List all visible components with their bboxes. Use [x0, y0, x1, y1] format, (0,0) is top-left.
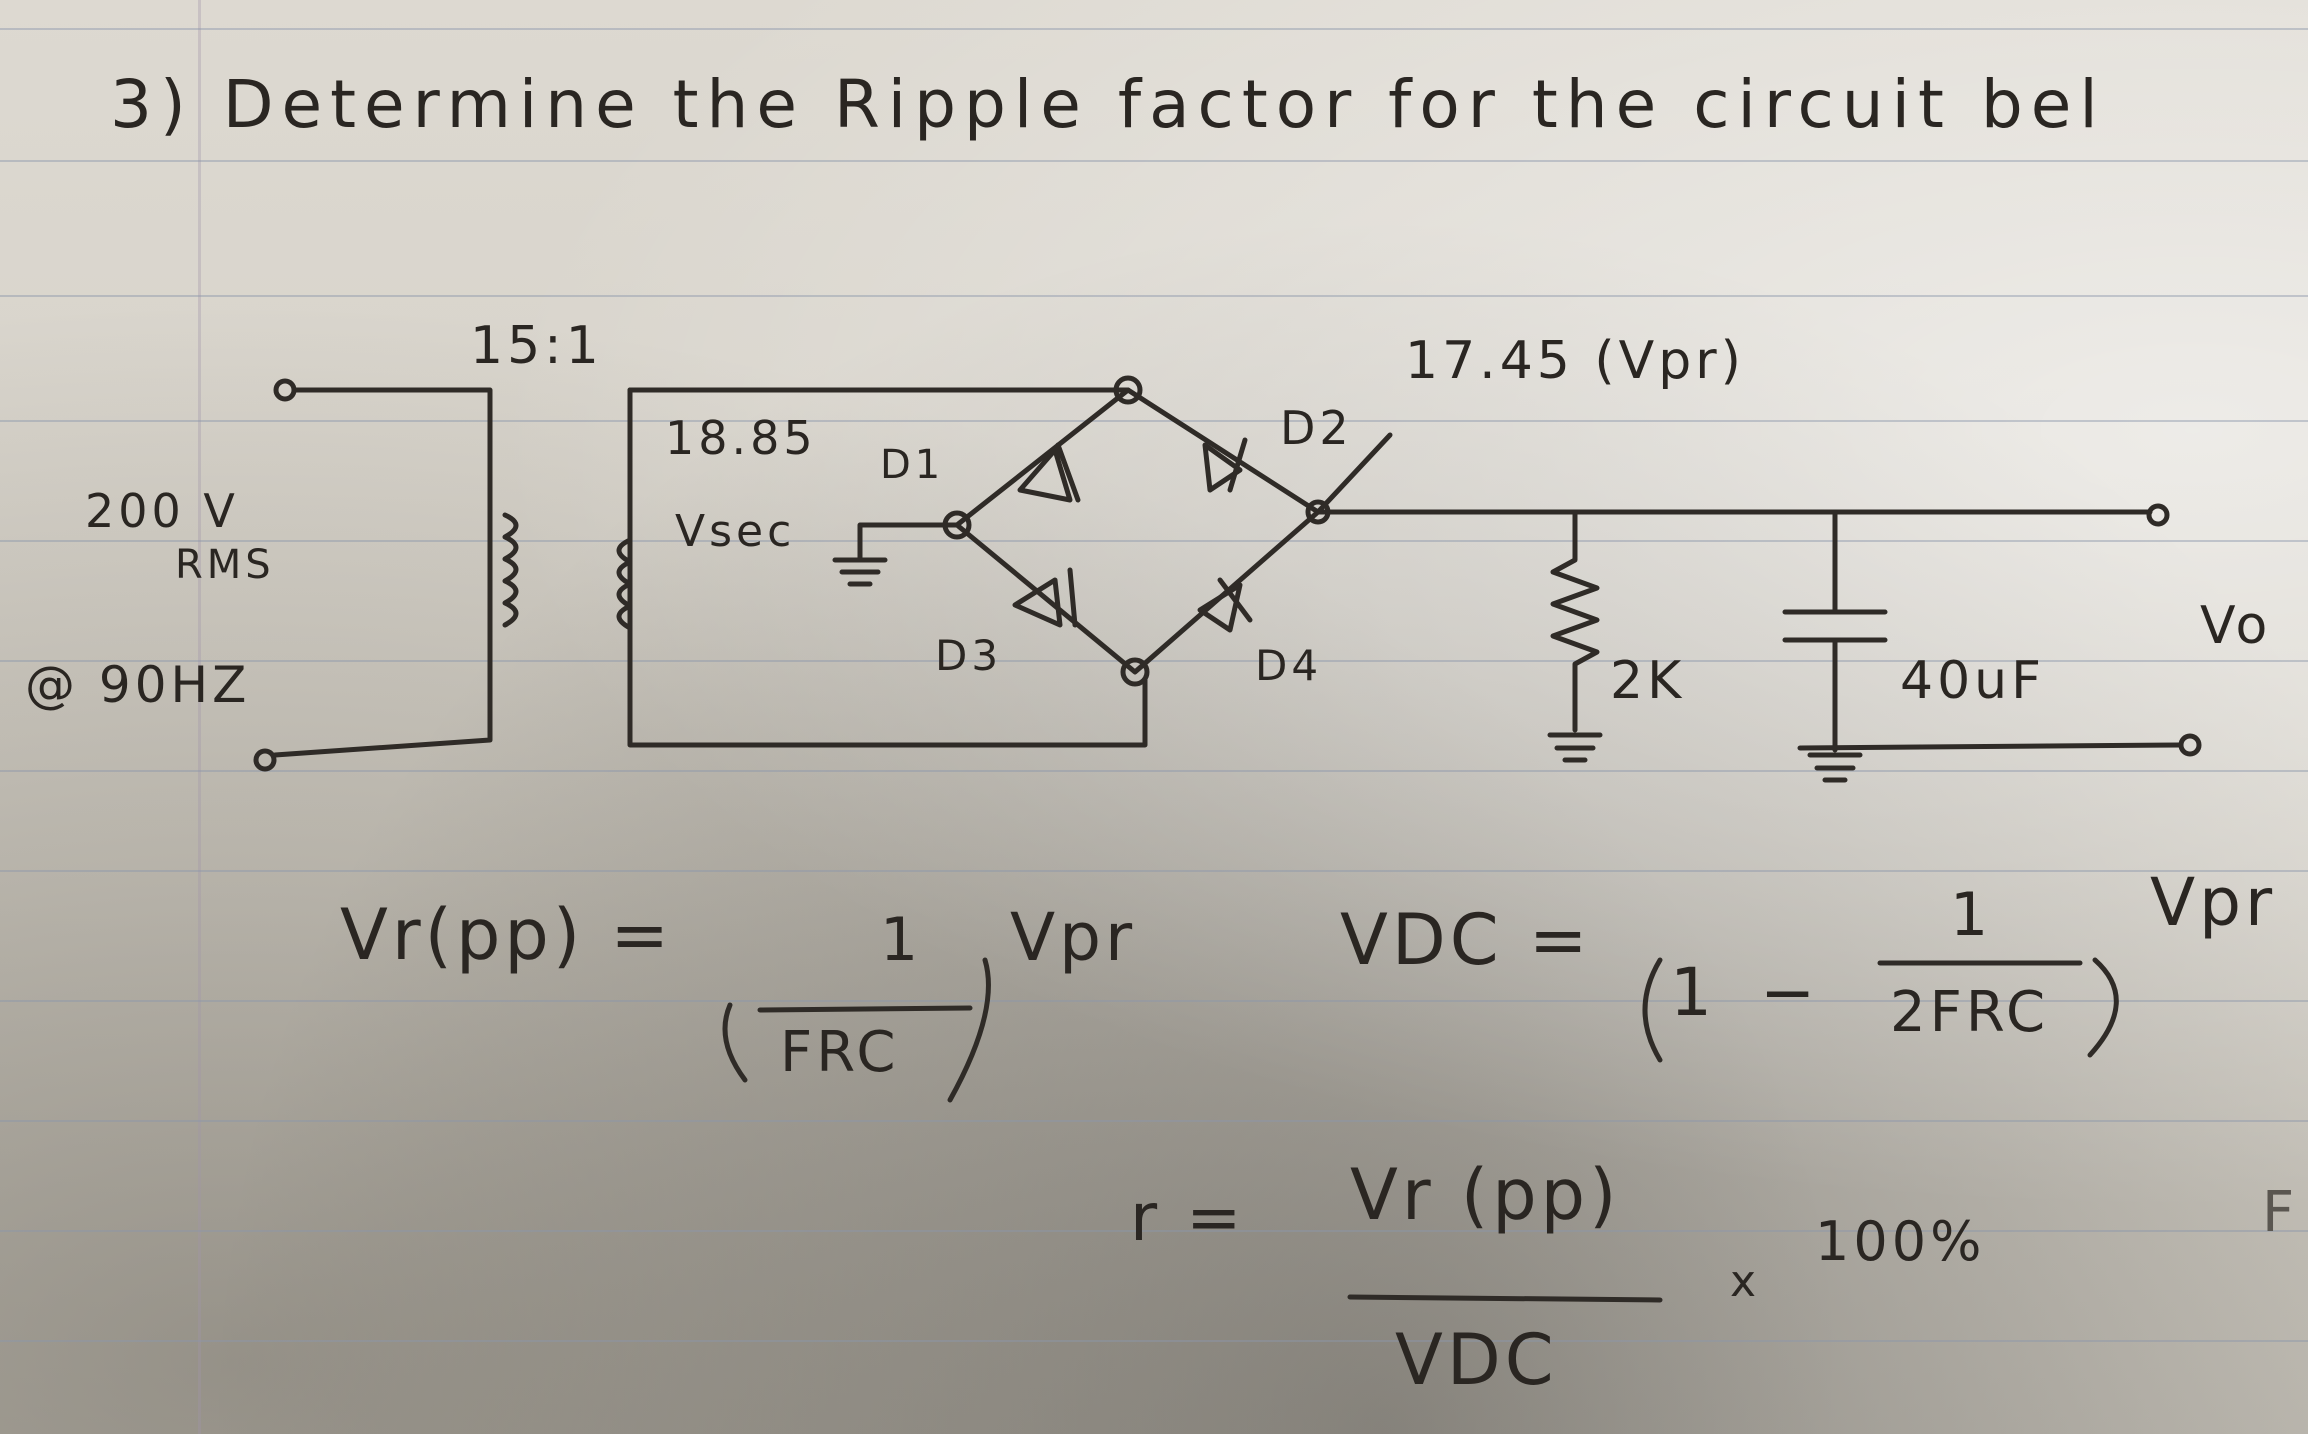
source-frequency: @ 90HZ: [25, 656, 251, 714]
ruled-line: [0, 660, 2308, 662]
vrpp-vpr: Vpr: [1010, 899, 1137, 976]
secondary-wire: [627, 387, 1148, 748]
ripple-percent: 100%: [1815, 1210, 1986, 1273]
vpr-label: 17.45 (Vpr): [1405, 331, 1745, 391]
vdc-vpr: Vpr: [2150, 864, 2277, 941]
ruled-line: [0, 420, 2308, 422]
ripple-numerator: Vr (pp): [1350, 1154, 1621, 1236]
primary-wire: [272, 387, 493, 758]
vrpp-numerator: 1: [880, 905, 923, 975]
transformer-ratio: 15:1: [470, 316, 603, 376]
ground-left-icon: [832, 522, 960, 587]
output-label: Vo: [2200, 596, 2272, 656]
diode-d1-label: D1: [880, 442, 945, 488]
ruled-line: [0, 540, 2308, 542]
vrpp-parentheses: [722, 957, 991, 1103]
margin-line: [198, 0, 201, 1434]
source-rms: RMS: [175, 542, 275, 588]
primary-coil-icon: [502, 512, 519, 628]
diode-d4-icon: [1197, 577, 1253, 633]
diode-d1-icon: [1017, 442, 1081, 503]
source-terminal-top: [273, 378, 297, 402]
source-voltage: 200 V: [85, 484, 239, 538]
vrpp-fraction-bar: [757, 1005, 973, 1013]
ruled-line: [0, 1230, 2308, 1232]
ripple-denominator: VDC: [1395, 1319, 1558, 1401]
vdc-minus: −: [1760, 954, 1820, 1031]
capacitor-40uf-icon: [1782, 509, 1888, 753]
output-bottom-rail: [1797, 742, 2183, 751]
resistor-2k-icon: [1550, 509, 1600, 733]
vdc-one: 1: [1670, 954, 1716, 1031]
ripple-lhs: r =: [1130, 1179, 1246, 1256]
ruled-line: [0, 160, 2308, 162]
diode-d2-label: D2: [1280, 401, 1353, 455]
ruled-line: [0, 770, 2308, 772]
diode-d4-label: D4: [1255, 641, 1323, 690]
ground-capacitor-icon: [1807, 752, 1863, 783]
ruled-line: [0, 1000, 2308, 1002]
problem-title: 3) Determine the Ripple factor for the c…: [110, 66, 2106, 143]
bridge-node-top: [1113, 375, 1143, 405]
diode-d3-icon: [1012, 567, 1078, 628]
diode-d2-icon: [1202, 437, 1248, 493]
vrpp-lhs: Vr(pp) =: [340, 894, 674, 976]
diode-d3-label: D3: [935, 631, 1003, 680]
source-terminal-bottom: [253, 748, 277, 772]
vrpp-denominator: FRC: [780, 1020, 900, 1085]
ruled-line: [0, 295, 2308, 297]
ruled-line: [0, 1120, 2308, 1122]
bridge-wires: [954, 387, 1321, 675]
capacitor-label: 40uF: [1900, 651, 2046, 711]
ripple-times: x: [1730, 1256, 1761, 1307]
vdc-denominator: 2FRC: [1890, 980, 2050, 1045]
bridge-node-bottom: [1120, 657, 1150, 687]
ruled-line: [0, 870, 2308, 872]
vdc-lhs: VDC =: [1340, 899, 1592, 981]
margin-mark: F: [2262, 1180, 2299, 1245]
d2-pointer-line: [1315, 432, 1393, 515]
ruled-line: [0, 1340, 2308, 1342]
output-terminal-top: [2146, 503, 2170, 527]
ground-resistor-icon: [1547, 732, 1603, 763]
ripple-fraction-bar: [1347, 1294, 1663, 1303]
vdc-numerator: 1: [1950, 880, 1993, 950]
ruled-line: [0, 28, 2308, 30]
vsec-label: Vsec: [675, 506, 796, 557]
output-terminal-bottom: [2178, 733, 2202, 757]
vdc-parentheses: [1642, 957, 2119, 1063]
vsec-value: 18.85: [665, 411, 817, 465]
resistor-label: 2K: [1610, 651, 1686, 711]
